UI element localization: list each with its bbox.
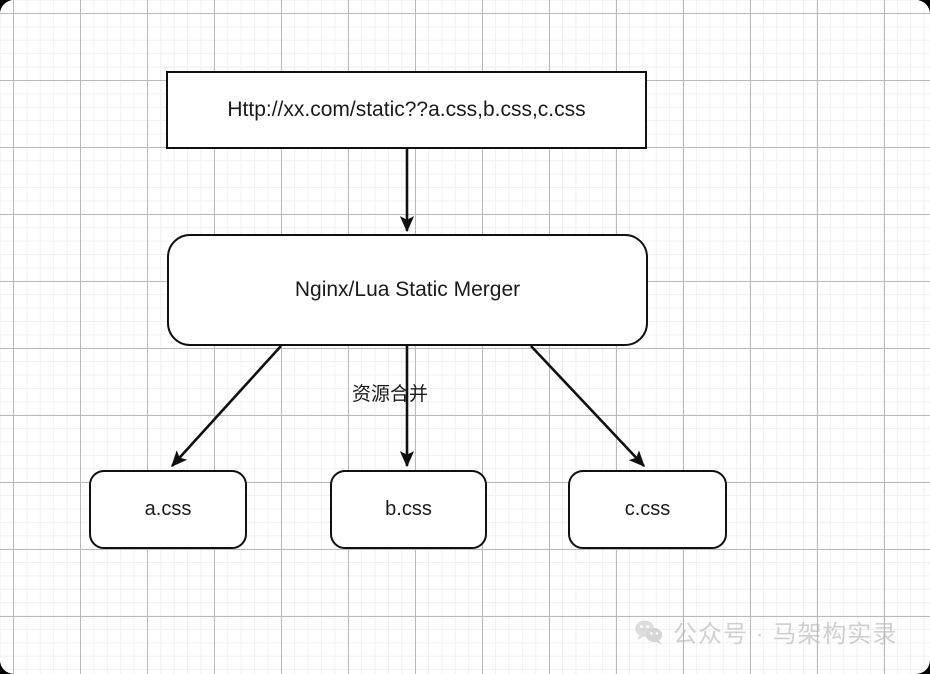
watermark: 公众号 · 马架构实录 [634,614,897,649]
node-c-css[interactable]: c.css [568,470,727,549]
node-b-css[interactable]: b.css [330,470,487,549]
node-http-request[interactable]: Http://xx.com/static??a.css,b.css,c.css [166,71,647,149]
watermark-text: 公众号 · 马架构实录 [673,621,898,648]
wechat-icon [635,620,663,644]
node-nginx-lua-static-merger[interactable]: Nginx/Lua Static Merger [167,234,648,346]
edge-merger-to-c [530,345,645,467]
edge-merger-to-a [171,345,282,467]
edge-label-resource-merge: 资源合并 [352,384,429,405]
node-a-css[interactable]: a.css [89,470,247,549]
